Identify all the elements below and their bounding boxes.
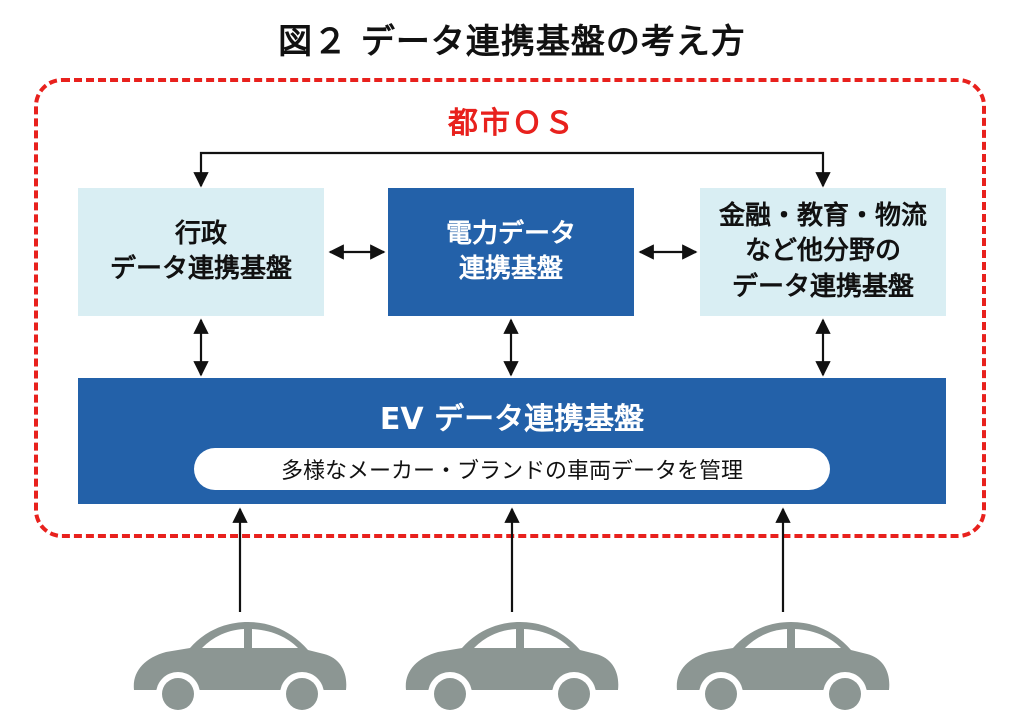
- power-box-line2: 連携基盤: [458, 254, 563, 284]
- gov-box-line2: データ連携基盤: [109, 254, 292, 284]
- other-box-line3: データ連携基盤: [731, 271, 914, 302]
- other-box-line1: 金融・教育・物流: [718, 201, 927, 232]
- power-data-platform-box: 電力データ 連携基盤: [388, 188, 634, 316]
- gov-box-line1: 行政: [174, 218, 227, 249]
- car-icon: [133, 622, 347, 716]
- city-os-frame: [34, 78, 986, 538]
- gov-data-platform-box: 行政 データ連携基盤: [78, 188, 324, 316]
- diagram-title: 図２ データ連携基盤の考え方: [278, 22, 746, 62]
- power-box-line1: 電力データ: [445, 218, 576, 249]
- other-fields-data-platform-box: 金融・教育・物流 など他分野の データ連携基盤: [700, 188, 946, 316]
- car-icon: [676, 622, 890, 716]
- car-icon: [405, 622, 619, 716]
- ev-platform-title: EV データ連携基盤: [379, 402, 645, 437]
- ev-data-platform-box: EV データ連携基盤 多様なメーカー・ブランドの車両データを管理: [78, 378, 946, 504]
- top-bracket-connector: [193, 151, 831, 188]
- city-os-label: 都市ＯＳ: [448, 106, 576, 141]
- other-box-line2: など他分野の: [744, 236, 901, 267]
- ev-platform-subtitle: 多様なメーカー・ブランドの車両データを管理: [194, 448, 830, 490]
